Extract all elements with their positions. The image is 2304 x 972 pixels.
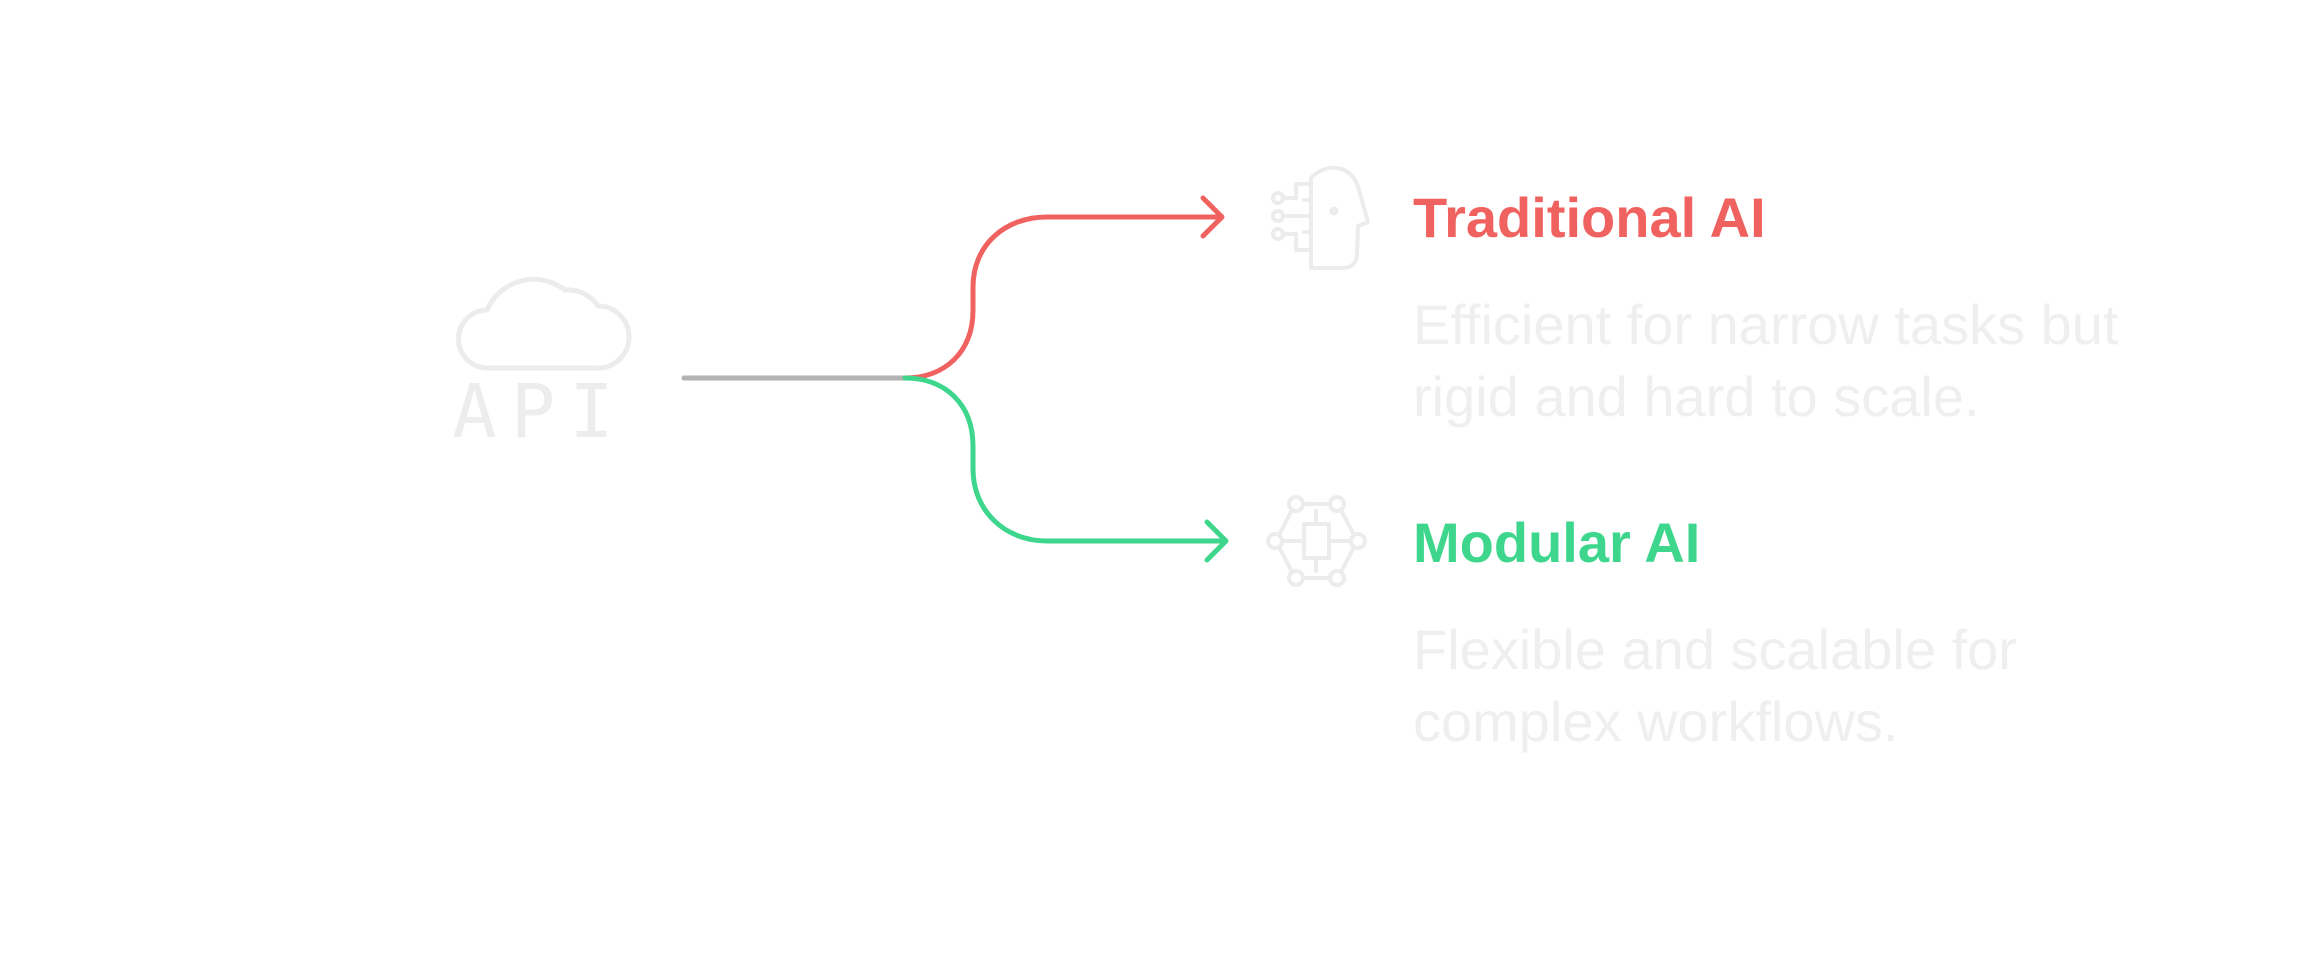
- branch-connector-modular: [902, 375, 1225, 544]
- modular-network-icon: [1266, 495, 1367, 587]
- ai-head-circuit-icon: [1271, 165, 1370, 270]
- branch-description-traditional: Efficient for narrow tasks but rigid and…: [1413, 293, 2119, 428]
- arrow-head-traditional: [1200, 195, 1225, 239]
- cloud-icon: [456, 276, 632, 371]
- branch-connector-traditional: [902, 214, 1221, 381]
- api-source: API: [452, 276, 632, 455]
- api-label: API: [452, 369, 628, 455]
- branch-title-traditional: Traditional AI: [1413, 186, 1766, 249]
- branch-title-modular: Modular AI: [1413, 511, 1701, 574]
- branch-description-modular: Flexible and scalable for complex workfl…: [1413, 618, 2017, 753]
- arrow-head-modular: [1204, 519, 1229, 563]
